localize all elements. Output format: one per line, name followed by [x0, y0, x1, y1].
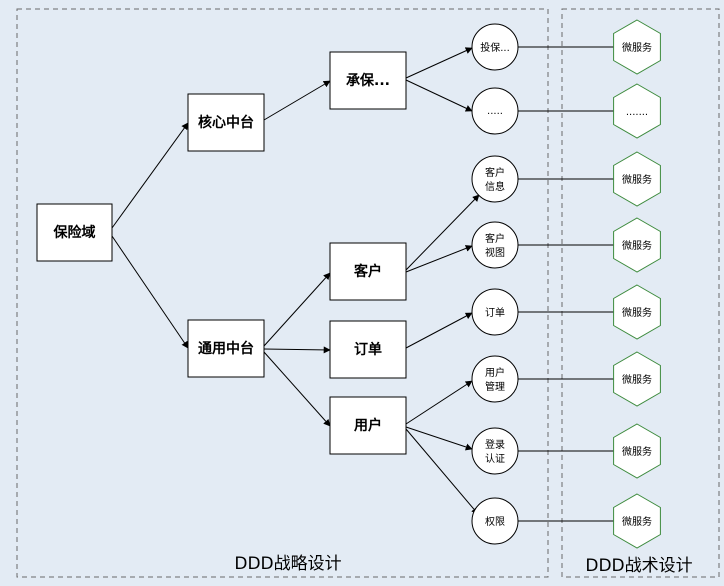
- microservice-label: 微服务: [622, 515, 652, 528]
- box-customer-label: 客户: [353, 263, 382, 280]
- circle-order: 订单: [471, 288, 519, 336]
- box-root-label: 保险域: [53, 224, 96, 241]
- arrow-core-underwriting: [263, 80, 331, 121]
- strategic-design-label: DDD战略设计: [234, 554, 341, 574]
- microservice-hexagon: 微服务: [613, 284, 661, 340]
- circle-customer-view: 客户 视图: [471, 221, 519, 269]
- circle-permission-label: 权限: [485, 515, 505, 528]
- box-core-platform-label: 核心中台: [198, 114, 254, 131]
- microservice-hexagon: 微服务: [613, 423, 661, 479]
- circle-permission: 权限: [471, 497, 519, 545]
- arrow-user-c6: [405, 380, 473, 425]
- arrows: [111, 47, 480, 515]
- circle-user-management-line2: 管理: [485, 380, 505, 393]
- circle-customer-view-line1: 客户: [485, 232, 505, 245]
- microservice-label: 微服务: [622, 239, 652, 252]
- arrow-order-c5: [405, 312, 473, 349]
- circle-customer-info: 客户 信息: [471, 155, 519, 203]
- tactical-design-region: [561, 8, 720, 578]
- arrow-user-c7: [405, 426, 473, 451]
- box-general-platform-label: 通用中台: [198, 340, 254, 357]
- arrow-general-user: [263, 351, 331, 427]
- arrow-general-customer: [263, 272, 331, 347]
- circle-user-management: 用户 管理: [471, 355, 519, 403]
- circle-customer-view-line2: 视图: [485, 246, 505, 259]
- arrow-underwriting-c2: [405, 79, 473, 112]
- circle-apply: 投保...: [471, 23, 519, 71]
- microservice-hexagon: 微服务: [613, 351, 661, 407]
- box-order-label: 订单: [354, 341, 382, 358]
- circle-customer-info-line1: 客户: [485, 166, 505, 179]
- microservice-label: 微服务: [622, 41, 652, 54]
- circle-login-auth-line2: 认证: [485, 452, 505, 465]
- microservice-hexagon: 微服务: [613, 493, 661, 549]
- strategic-design-region: [16, 8, 549, 578]
- box-customer: 客户: [329, 242, 407, 301]
- circle-order-label: 订单: [485, 307, 505, 319]
- box-user: 用户: [329, 396, 407, 455]
- microservice-label: 微服务: [622, 373, 652, 386]
- microservice-label: 微服务: [622, 306, 652, 319]
- arrow-underwriting-c1: [405, 47, 473, 79]
- circle-login-auth: 登录 认证: [471, 427, 519, 475]
- circle-customer-info-line2: 信息: [485, 180, 505, 193]
- microservice-hexagon: 微服务: [613, 19, 661, 75]
- box-order: 订单: [329, 320, 407, 379]
- arrow-root-core: [111, 122, 189, 229]
- box-underwriting-label: 承保...: [346, 72, 390, 89]
- microservice-hexagon: .......: [613, 83, 661, 139]
- box-root: 保险域: [36, 203, 113, 262]
- arrow-general-order: [263, 346, 331, 354]
- arrow-user-c8: [405, 428, 479, 515]
- microservice-hexagon: 微服务: [613, 217, 661, 273]
- arrow-root-general: [111, 235, 189, 349]
- box-user-label: 用户: [354, 417, 382, 434]
- circle-login-auth-line1: 登录: [485, 438, 505, 451]
- circle-hex-connectors: [518, 46, 614, 522]
- microservice-label: 微服务: [622, 445, 652, 458]
- circle-ellipsis: .....: [471, 87, 519, 135]
- microservice-hexagon: 微服务: [613, 151, 661, 207]
- box-underwriting: 承保...: [329, 51, 407, 110]
- circle-ellipsis-label: .....: [487, 106, 503, 117]
- arrow-customer-c4: [405, 245, 473, 273]
- microservice-label: .......: [626, 107, 648, 118]
- box-core-platform: 核心中台: [187, 93, 265, 152]
- box-general-platform: 通用中台: [187, 319, 265, 378]
- arrow-customer-c3: [405, 194, 480, 271]
- tactical-design-label: DDD战术设计: [585, 556, 692, 576]
- microservice-label: 微服务: [622, 173, 652, 186]
- circle-apply-label: 投保...: [480, 41, 510, 54]
- circle-user-management-line1: 用户: [485, 366, 505, 379]
